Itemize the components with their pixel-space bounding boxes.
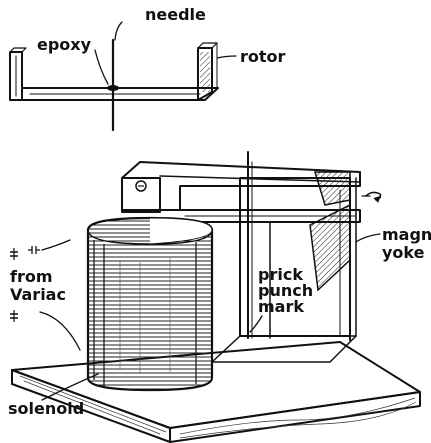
label-punch: punch <box>258 281 313 300</box>
label-mark: mark <box>258 297 304 316</box>
prick-leader <box>249 315 263 333</box>
solenoid-coil <box>86 216 214 392</box>
magnet-leader <box>355 233 381 243</box>
label-rotor: rotor <box>240 47 286 66</box>
wire-top <box>41 239 71 251</box>
label-variac: Variac <box>10 285 66 304</box>
needle-leader <box>114 21 123 41</box>
label-solenoid: solenoid <box>8 399 84 418</box>
rotor-right-arm <box>197 47 213 101</box>
rotor-detail <box>9 21 237 132</box>
label-epoxy: epoxy <box>37 35 92 54</box>
label-needle: needle <box>145 5 206 24</box>
label-from: from <box>10 267 53 286</box>
label-yoke: yoke <box>382 243 425 262</box>
main-needle <box>247 151 271 339</box>
label-prick: prick <box>258 265 303 284</box>
epoxy-leader <box>94 49 109 85</box>
epoxy-blob <box>107 85 119 91</box>
rotor-base <box>9 87 219 101</box>
wood-base <box>11 341 421 443</box>
magnet-yoke <box>211 171 357 363</box>
wire-bottom <box>39 311 81 351</box>
label-magnet: magnet <box>382 225 431 244</box>
plug-icon <box>10 246 40 322</box>
rotor-leader <box>216 55 237 59</box>
solenoid-leader <box>41 373 99 401</box>
